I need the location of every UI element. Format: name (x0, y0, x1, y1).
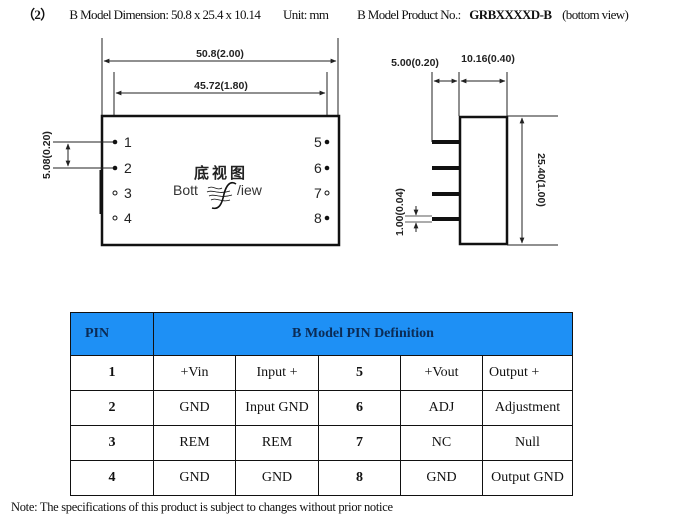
pin-function: Output + (482, 355, 573, 391)
table-header-row: PIN B Model PIN Definition (70, 312, 573, 356)
thickness-label: 10.16(0.40) (461, 53, 515, 65)
pin-8-dot (324, 215, 330, 221)
pin-5-label: 5 (314, 134, 322, 150)
pin-7-label: 7 (314, 185, 322, 201)
pin-function: Adjustment (482, 390, 573, 426)
pin-4-hole (112, 215, 118, 221)
pin-2-label: 2 (124, 160, 132, 176)
side-view-diagram: 5.00(0.20) 10.16(0.40) 1.00(0.04) 25.40(… (391, 53, 558, 246)
bottom-view-diagram: 50.8(2.00) 45.72(1.80) 5.08(0.20) 1 2 3 … (41, 38, 341, 247)
footnote: Note: The specifications of this product… (11, 500, 393, 514)
pin-function: Null (482, 425, 573, 461)
pin-function: REM (235, 425, 319, 461)
bottom-view-en-left: Bott (173, 182, 198, 198)
pin-7-hole (324, 190, 330, 196)
side-pin-1 (432, 140, 459, 144)
pin-number: 1 (70, 355, 154, 391)
side-pin-3 (432, 192, 459, 196)
pin-signal: NC (400, 425, 483, 461)
section-title: （2） B Model Dimension: 50.8 x 25.4 x 10.… (22, 4, 629, 23)
dimension-text: B Model Dimension: 50.8 x 25.4 x 10.14 (69, 7, 261, 22)
pin-2-dot (112, 165, 118, 171)
side-pin-4 (432, 217, 459, 221)
product-no: GRBXXXXD-B (469, 7, 552, 22)
table-row: 3 REM REM 7 NC Null (70, 425, 573, 461)
table-row: 1 +Vin Input + 5 +Vout Output + (70, 355, 573, 391)
pin-1-label: 1 (124, 134, 132, 150)
pin-3-label: 3 (124, 185, 132, 201)
pin-4-label: 4 (124, 210, 132, 226)
pin-signal: +Vin (153, 355, 236, 391)
pin-signal: ADJ (400, 390, 483, 426)
overall-length-label: 50.8(2.00) (196, 48, 244, 60)
pin-function: Input GND (235, 390, 319, 426)
header-definition: B Model PIN Definition (153, 312, 573, 356)
pin-number: 7 (318, 425, 401, 461)
pin-span-label: 45.72(1.80) (194, 80, 248, 92)
logo-icon (206, 181, 237, 210)
module-body-side (458, 115, 509, 246)
pin-function: Input + (235, 355, 319, 391)
pin-signal: GND (400, 460, 483, 496)
pin-signal: REM (153, 425, 236, 461)
pin-diameter-label: 1.00(0.04) (394, 188, 406, 236)
pin-number: 3 (70, 425, 154, 461)
pin-6-label: 6 (314, 160, 322, 176)
pin-function: GND (235, 460, 319, 496)
bottom-view-en-right: /iew (237, 182, 263, 198)
pin-number: 6 (318, 390, 401, 426)
header-pin: PIN (70, 312, 154, 356)
product-no-label: B Model Product No.: (357, 7, 461, 22)
pin-definition-table: PIN B Model PIN Definition 1 +Vin Input … (70, 312, 573, 496)
pin-pitch-label: 5.08(0.20) (41, 131, 53, 179)
pin-number: 5 (318, 355, 401, 391)
pin-signal: GND (153, 390, 236, 426)
pin-5-dot (324, 139, 330, 145)
pin-number: 8 (318, 460, 401, 496)
pin-function: Output GND (482, 460, 573, 496)
section-number: （2） (22, 7, 53, 22)
pin-3-hole (112, 190, 118, 196)
pin-signal: +Vout (400, 355, 483, 391)
height-label: 25.40(1.00) (535, 153, 547, 207)
bottom-view-cn-label: 底视图 (194, 164, 248, 182)
side-pin-2 (432, 166, 459, 170)
pin-6-dot (324, 165, 330, 171)
module-body-bottom (100, 114, 341, 247)
pin-signal: GND (153, 460, 236, 496)
table-row: 2 GND Input GND 6 ADJ Adjustment (70, 390, 573, 426)
pin-length-label: 5.00(0.20) (391, 57, 439, 69)
view-label: (bottom view) (562, 7, 629, 22)
pin-number: 4 (70, 460, 154, 496)
mechanical-drawing: 50.8(2.00) 45.72(1.80) 5.08(0.20) 1 2 3 … (41, 38, 558, 247)
pin-number: 2 (70, 390, 154, 426)
pin-8-label: 8 (314, 210, 322, 226)
unit-text: Unit: mm (283, 7, 329, 22)
table-row: 4 GND GND 8 GND Output GND (70, 460, 573, 496)
pin-1-dot (112, 139, 118, 145)
